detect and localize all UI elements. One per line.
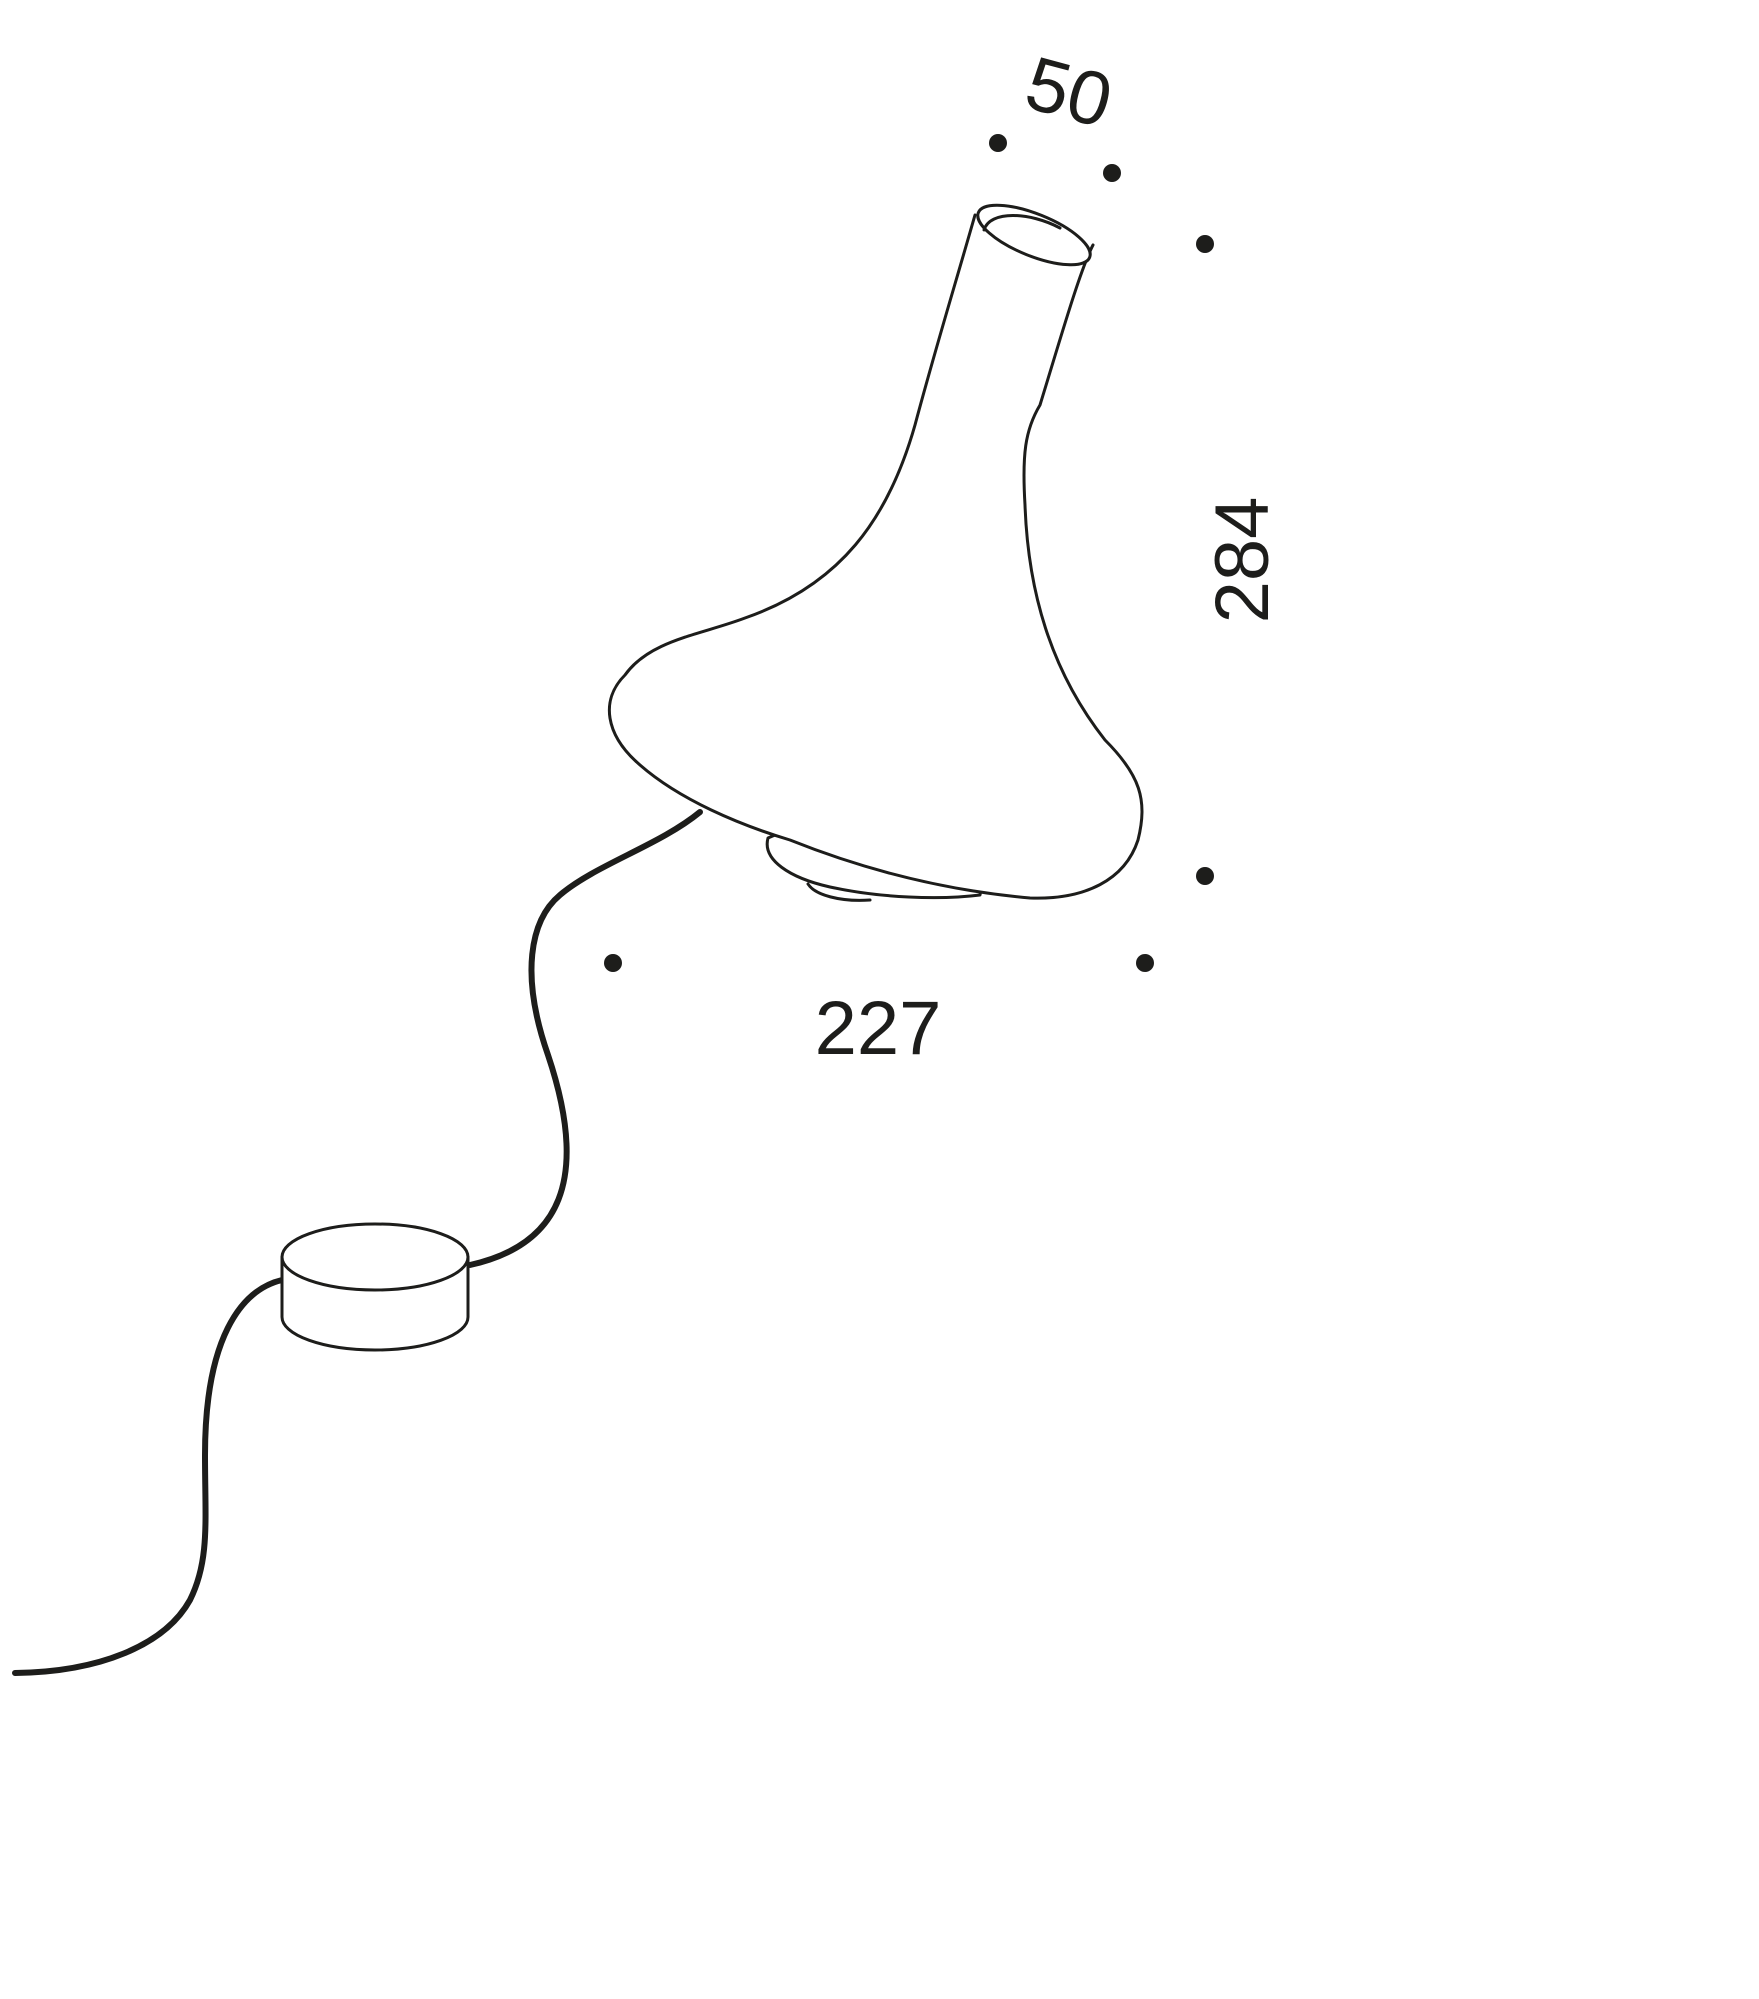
cable-upper: [467, 809, 703, 1268]
marker-width-left: [604, 954, 622, 972]
marker-height-top: [1196, 235, 1214, 253]
dimension-markers: [604, 134, 1214, 972]
base-inner-ring: [806, 882, 872, 902]
top-opening-outer: [976, 203, 1092, 267]
top-opening-inner: [982, 214, 1062, 232]
lamp-body: [608, 213, 1144, 900]
cable-lower: [12, 1277, 285, 1676]
switch-top: [280, 1222, 470, 1292]
cable-switch: [280, 1222, 470, 1352]
dimension-base-width: 227: [815, 986, 942, 1071]
marker-height-bottom: [1196, 867, 1214, 885]
marker-width-right: [1136, 954, 1154, 972]
marker-top-right: [1103, 164, 1121, 182]
marker-top-left: [989, 134, 1007, 152]
dimension-top-opening: 50: [1017, 41, 1121, 145]
dimension-height: 284: [1200, 497, 1285, 624]
